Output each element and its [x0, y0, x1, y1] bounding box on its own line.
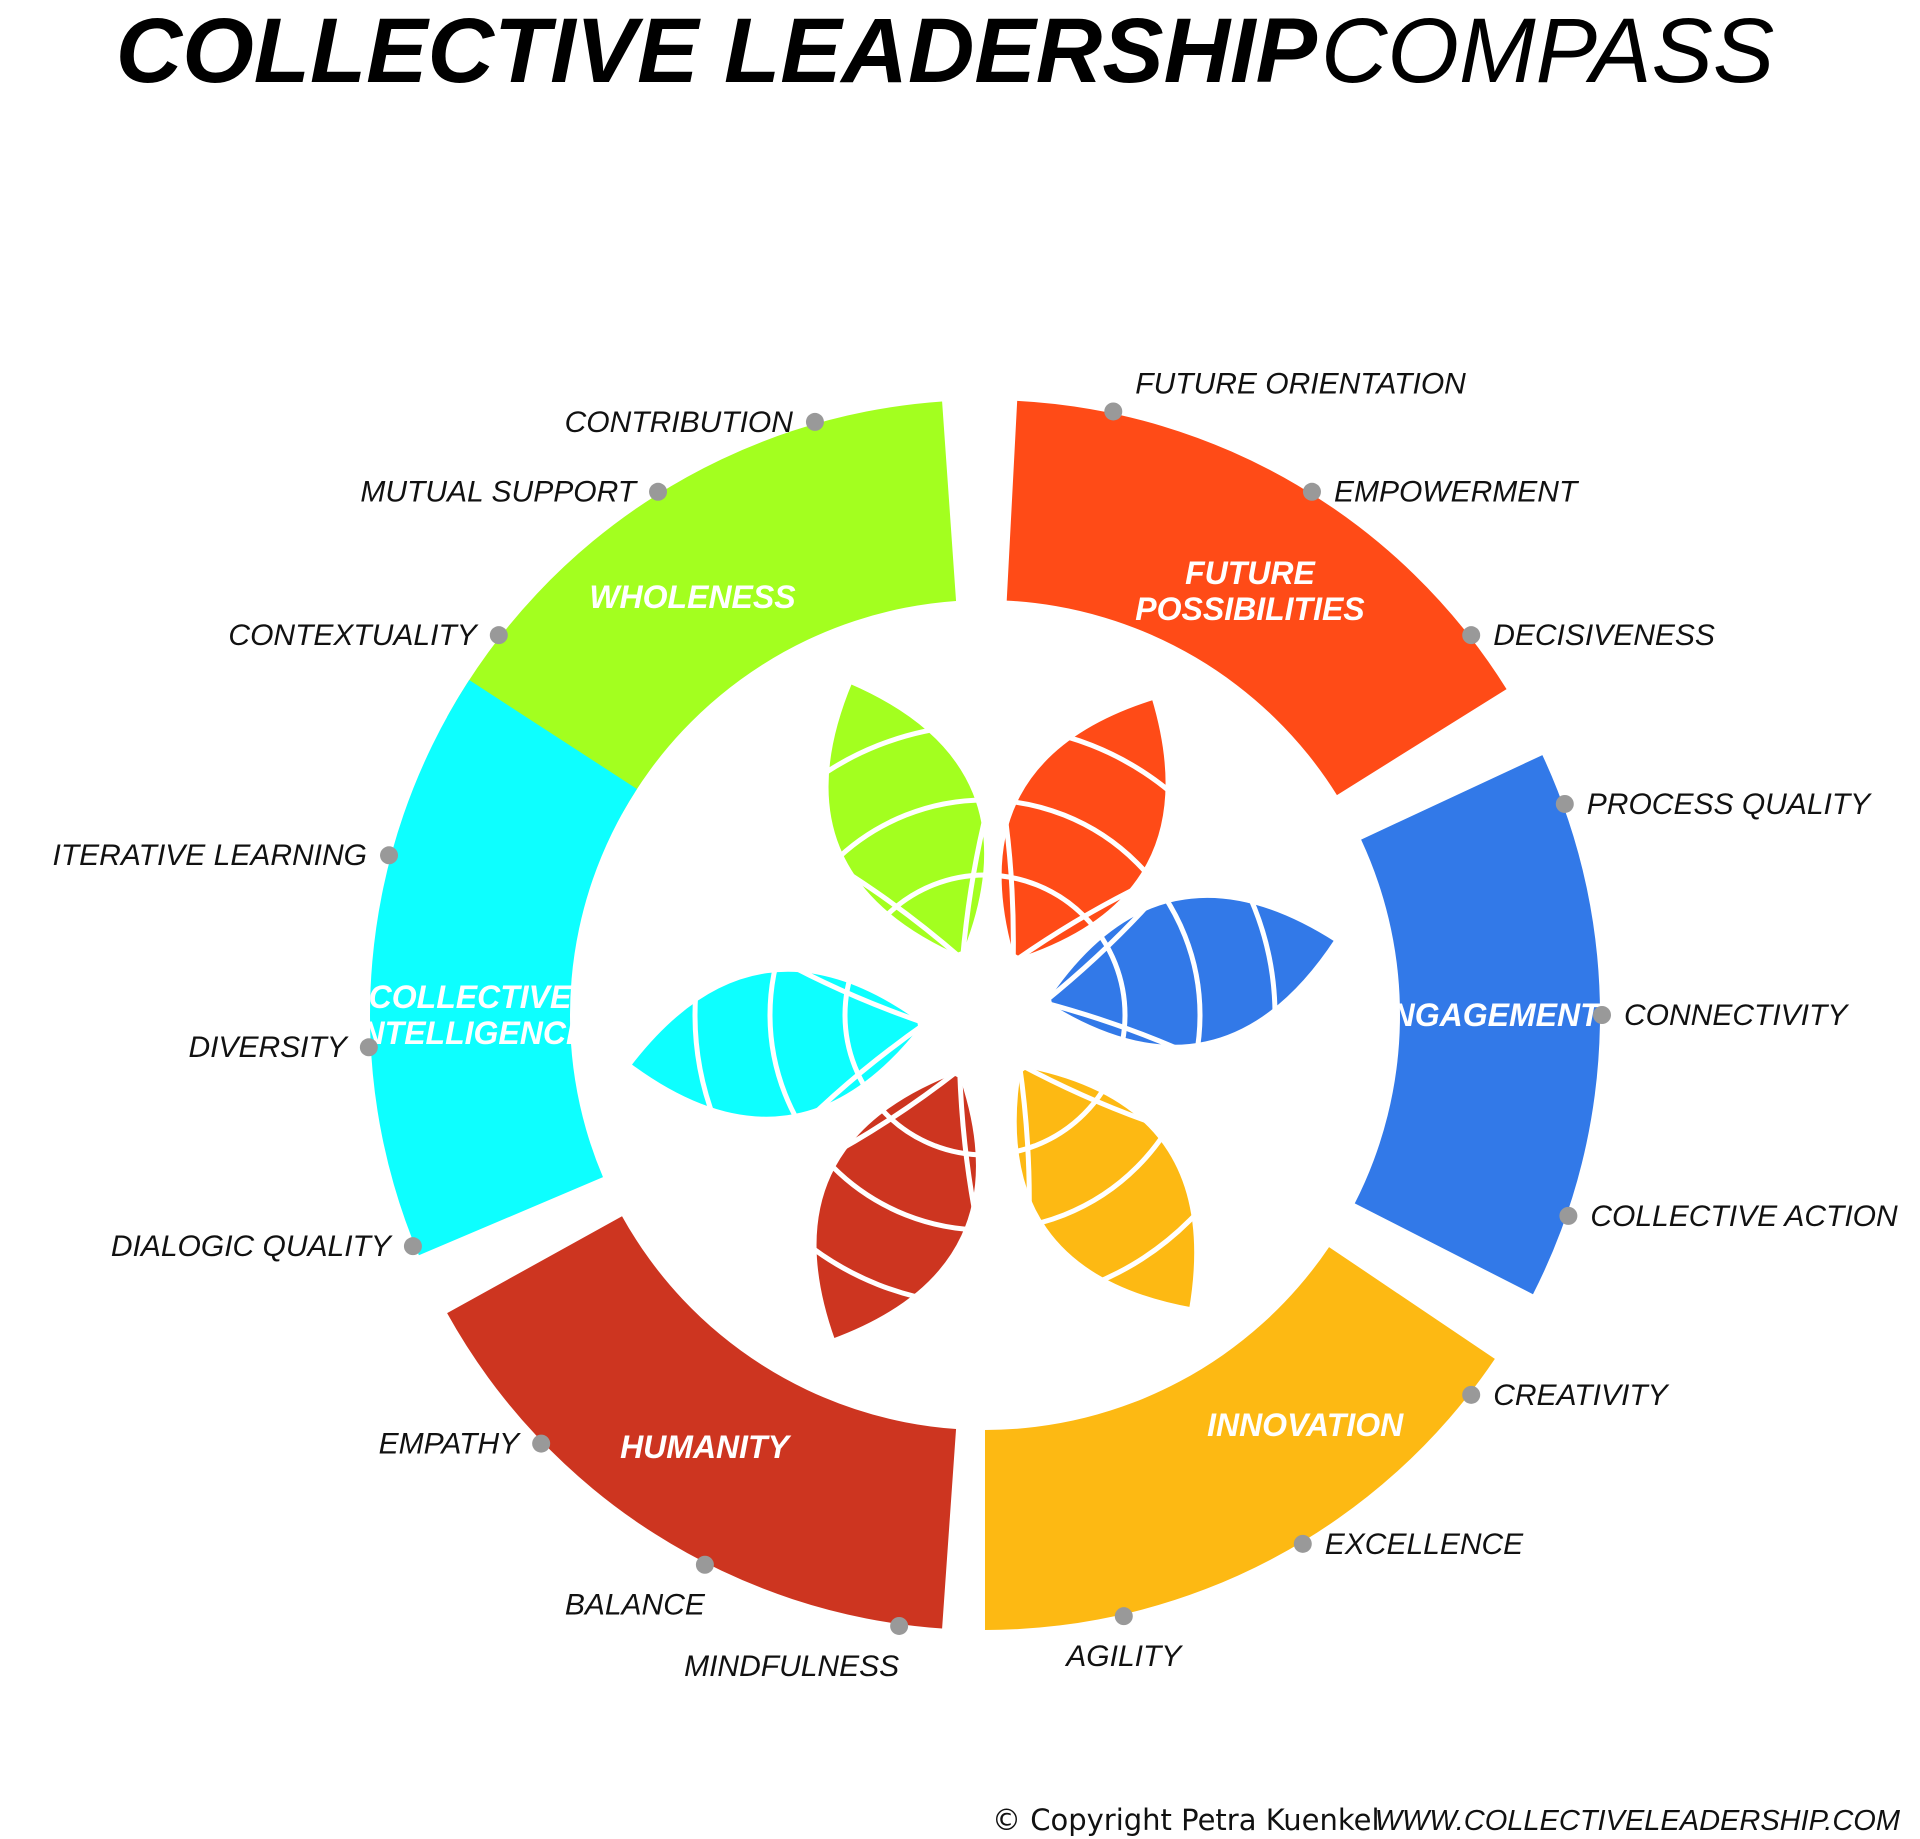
quality-label: CONNECTIVITY — [1624, 999, 1849, 1032]
dimension-label-line: COLLECTIVE — [369, 979, 573, 1015]
quality-label: CREATIVITY — [1493, 1379, 1669, 1412]
title-bold-part: COLLECTIVE LEADERSHIP — [116, 0, 1318, 102]
quality-label: MUTUAL SUPPORT — [360, 476, 638, 509]
quality-dot — [695, 1555, 714, 1574]
quality-markers: CONTRIBUTION MUTUAL SUPPORT CONTEXTUALITY F… — [53, 367, 1898, 1683]
quality-dot — [1555, 794, 1574, 813]
quality-label: COLLECTIVE ACTION — [1590, 1200, 1898, 1233]
quality-label: ITERATIVE LEARNING — [53, 839, 368, 872]
petal-innovation — [1011, 1061, 1200, 1313]
quality-dot — [489, 626, 508, 645]
quality-dot — [1293, 1534, 1312, 1553]
dimension-label-line: HUMANITY — [620, 1429, 792, 1465]
quality-label: MINDFULNESS — [684, 1650, 899, 1683]
page-title: COLLECTIVE LEADERSHIP COMPASS — [116, 0, 1774, 102]
petal-collective-intelligence — [624, 966, 930, 1122]
dimension-label-line: POSSIBILITIES — [1135, 591, 1365, 627]
quality-dot — [1302, 482, 1321, 501]
quality-label: AGILITY — [1064, 1640, 1183, 1673]
compass-flower — [624, 677, 1341, 1345]
quality-dot — [1114, 1607, 1133, 1626]
quality-label: DIVERSITY — [188, 1031, 348, 1064]
dimension-label-engagement: ENGAGEMENT — [1370, 997, 1602, 1033]
dimension-label-humanity: HUMANITY — [620, 1429, 792, 1465]
quality-dot — [359, 1038, 378, 1057]
quality-label: PROCESS QUALITY — [1587, 788, 1872, 821]
quality-dot — [649, 482, 668, 501]
dimension-label-line: FUTURE — [1185, 555, 1316, 591]
dimension-label-line: INTELLIGENCE — [353, 1015, 589, 1051]
quality-dot — [403, 1237, 422, 1256]
quality-label: EXCELLENCE — [1325, 1528, 1524, 1561]
ring-segment-humanity — [447, 1216, 957, 1629]
quality-label: CONTRIBUTION — [565, 406, 794, 439]
quality-dot — [1104, 402, 1123, 421]
dimension-label-innovation: INNOVATION — [1207, 1407, 1404, 1443]
title-light-part: COMPASS — [1321, 0, 1774, 102]
quality-dot — [1593, 1006, 1611, 1024]
quality-label: EMPATHY — [379, 1428, 522, 1461]
quality-label: FUTURE ORIENTATION — [1135, 367, 1466, 400]
ring-segment-engagement — [1354, 755, 1600, 1295]
quality-dot — [805, 412, 824, 431]
petal-humanity — [811, 1066, 981, 1345]
ring-segment-innovation — [985, 1247, 1495, 1630]
petal-wholeness — [823, 677, 990, 963]
ring-segment-future-possibilities — [1006, 400, 1507, 796]
quality-dot — [532, 1434, 551, 1453]
quality-label: DECISIVENESS — [1493, 619, 1715, 652]
copyright-text: © Copyright Petra Kuenkel — [992, 1803, 1380, 1837]
center-hub — [917, 947, 1053, 1083]
quality-label: EMPOWERMENT — [1334, 476, 1580, 509]
quality-dot — [890, 1616, 909, 1635]
quality-dot — [1462, 1385, 1481, 1404]
dimension-label-line: ENGAGEMENT — [1370, 997, 1602, 1033]
quality-dot — [1462, 626, 1481, 645]
quality-label: DIALOGIC QUALITY — [111, 1230, 393, 1263]
quality-label: CONTEXTUALITY — [228, 619, 478, 652]
ring-segment-collective-intelligence — [370, 680, 637, 1256]
ring-segment-wholeness — [447, 401, 957, 814]
dimension-label-wholeness: WHOLENESS — [589, 579, 796, 615]
compass-ring — [370, 400, 1600, 1630]
dimension-label-line: INNOVATION — [1207, 1407, 1404, 1443]
quality-label: BALANCE — [565, 1589, 706, 1622]
dimension-label-line: WHOLENESS — [589, 579, 796, 615]
quality-dot — [1559, 1206, 1578, 1225]
quality-dot — [380, 846, 399, 865]
website-link[interactable]: WWW.COLLECTIVELEADERSHIP.COM — [1375, 1805, 1901, 1837]
